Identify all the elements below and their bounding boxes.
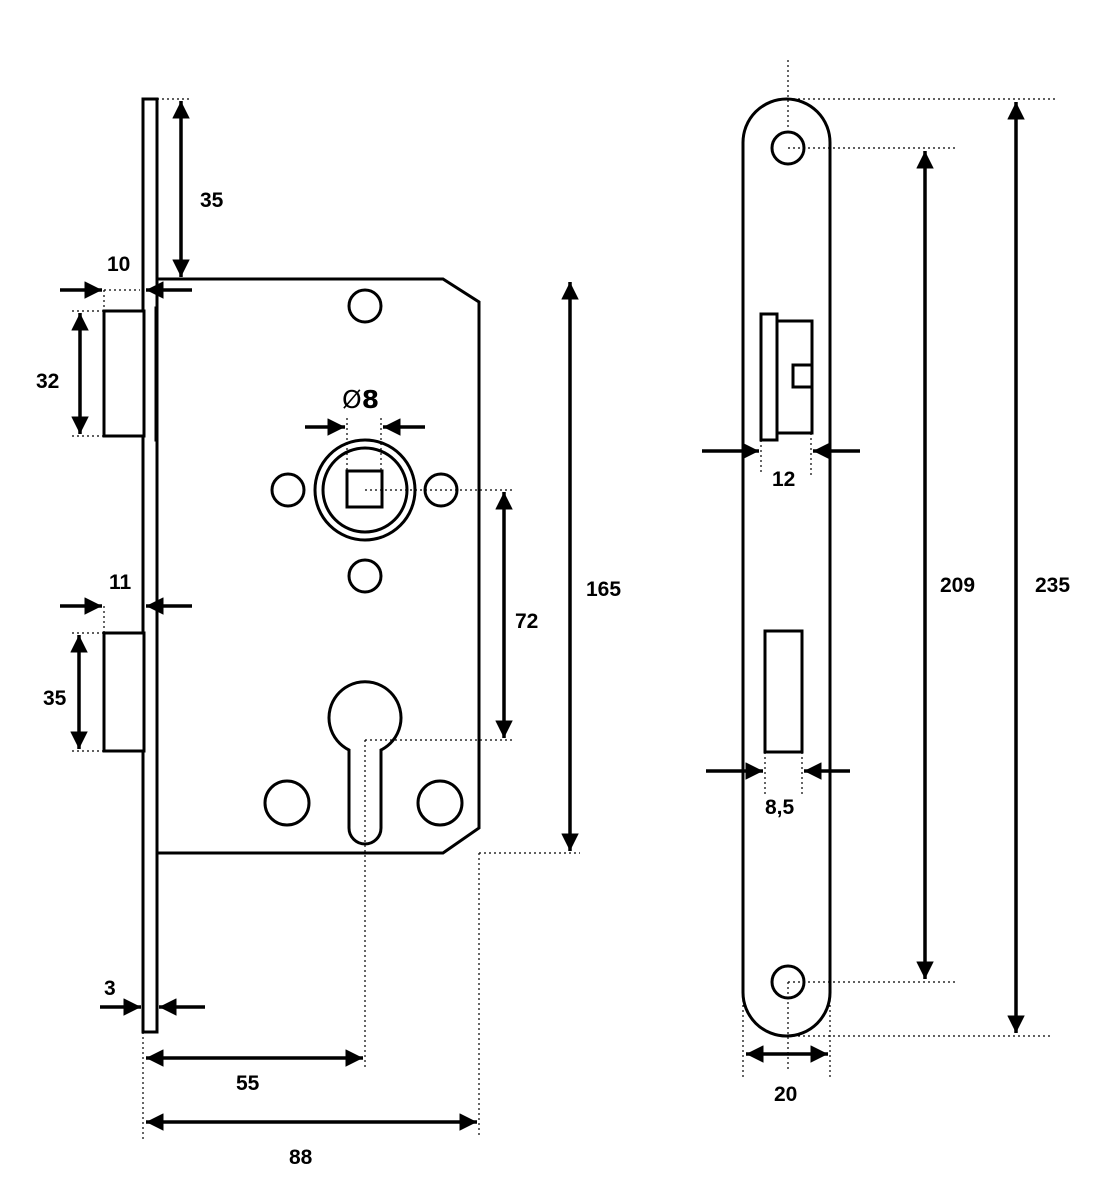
label-spindle-diameter: Ø8 bbox=[342, 385, 379, 414]
label-faceplate-height: 235 bbox=[1035, 574, 1070, 597]
latch-bolt-outer bbox=[102, 309, 146, 438]
diameter-symbol: Ø bbox=[342, 385, 362, 414]
faceplate-front bbox=[741, 97, 832, 1038]
label-top-offset: 35 bbox=[200, 189, 224, 212]
latch-slot-notch bbox=[791, 363, 814, 389]
cylinder-keyhole bbox=[327, 680, 403, 846]
label-latch-height: 32 bbox=[36, 370, 59, 393]
case-hole-bottom bbox=[347, 558, 383, 594]
lock-side-view: 35 10 32 11 35 3 55 88 72 165 Ø8 bbox=[36, 97, 621, 1169]
faceplate-strip bbox=[141, 97, 159, 1034]
label-latch-projection: 10 bbox=[107, 253, 130, 276]
label-bolt-slot-width: 8,5 bbox=[765, 796, 795, 819]
diameter-value: 8 bbox=[362, 385, 379, 414]
case-hole-lower-left bbox=[263, 779, 311, 827]
label-deadbolt-height: 35 bbox=[43, 687, 67, 710]
faceplate-front-view: 12 8,5 209 235 20 bbox=[702, 60, 1070, 1106]
label-backset: 55 bbox=[236, 1072, 260, 1095]
label-faceplate-width: 20 bbox=[774, 1083, 797, 1106]
bolt-slot bbox=[763, 629, 804, 754]
label-deadbolt-projection: 11 bbox=[109, 571, 132, 594]
case-hole-left bbox=[270, 472, 306, 508]
latch-slot-front bbox=[759, 312, 779, 442]
case-hole-lower-right bbox=[416, 779, 464, 827]
spindle-square bbox=[345, 469, 384, 509]
lock-case bbox=[155, 277, 481, 855]
label-faceplate-thickness: 3 bbox=[104, 977, 116, 1000]
label-body-width: 88 bbox=[289, 1146, 313, 1169]
case-hole-top bbox=[347, 288, 383, 324]
label-screw-spacing: 209 bbox=[940, 574, 975, 597]
label-spindle-to-cylinder: 72 bbox=[515, 610, 538, 633]
label-body-height: 165 bbox=[586, 578, 621, 601]
deadbolt bbox=[102, 631, 146, 753]
label-latch-slot-width: 12 bbox=[772, 468, 795, 491]
